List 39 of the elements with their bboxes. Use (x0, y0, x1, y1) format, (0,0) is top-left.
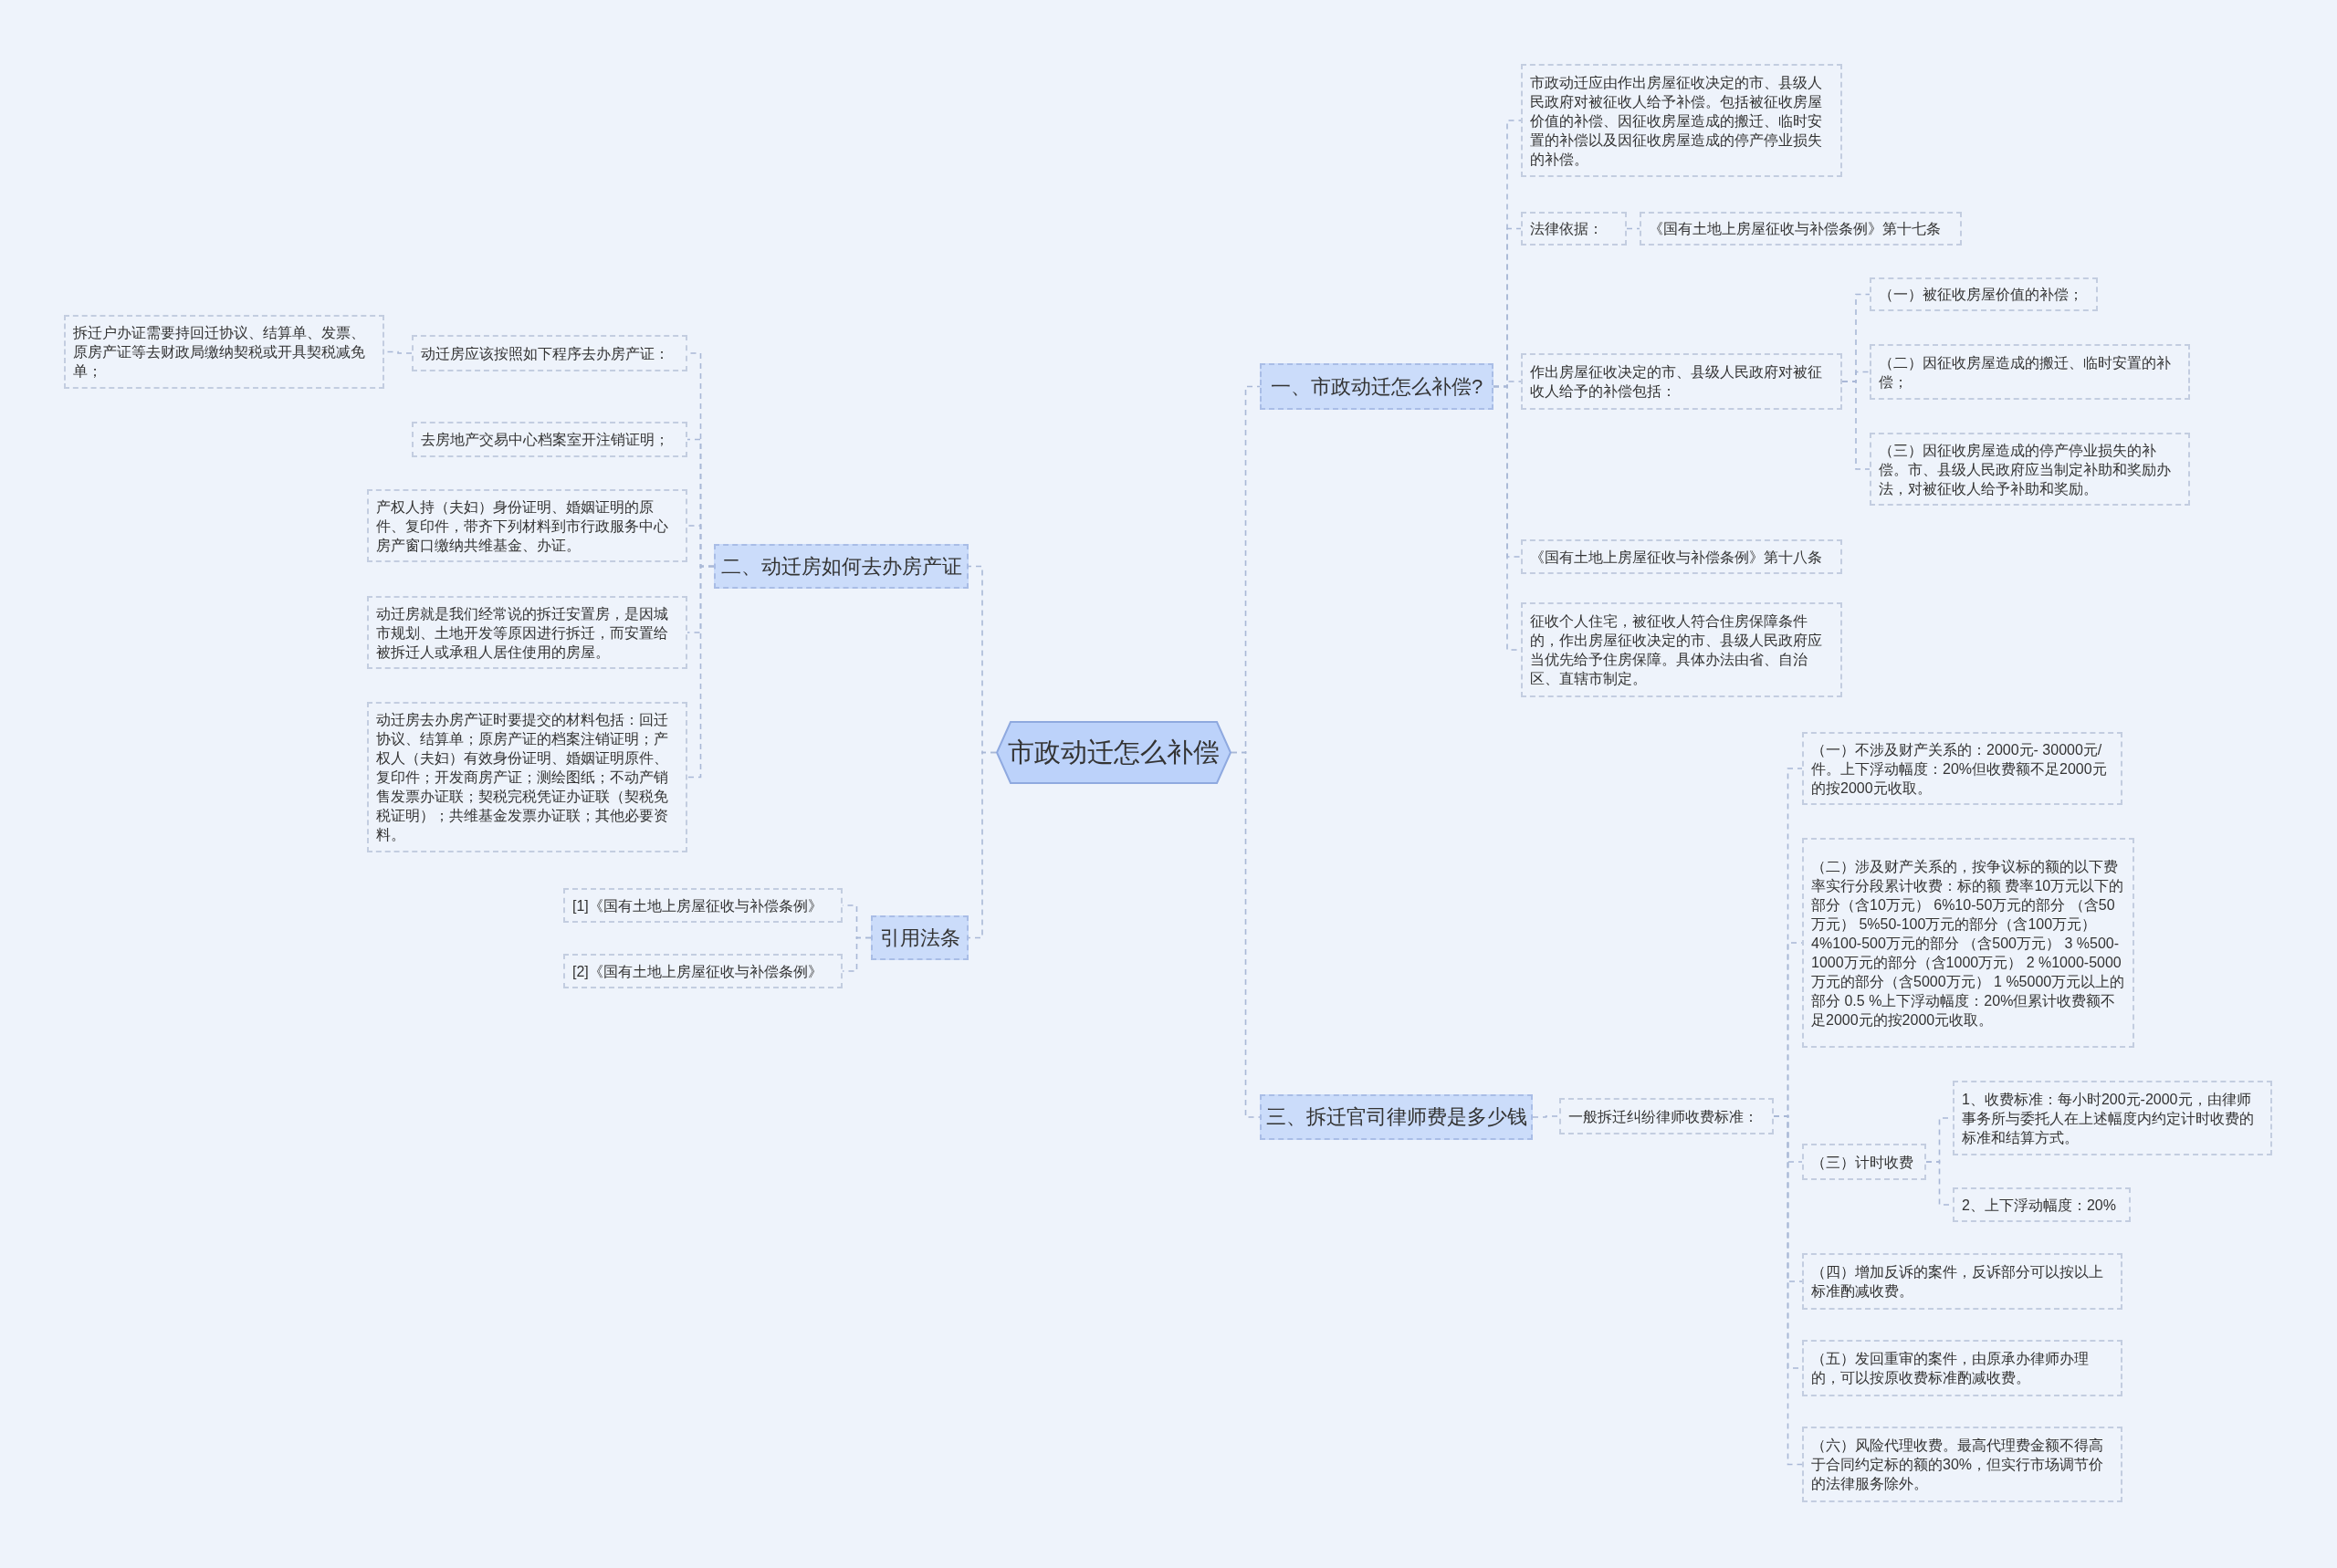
central-topic-hexagon: 市政动迁怎么补偿 (996, 721, 1231, 784)
text-box: （一）被征收房屋价值的补偿； (1870, 277, 2098, 311)
text-box: 2、上下浮动幅度：20% (1953, 1187, 2131, 1222)
text-box: 作出房屋征收决定的市、县级人民政府对被征收人给予的补偿包括： (1521, 353, 1842, 410)
text-box: （四）增加反诉的案件，反诉部分可以按以上标准酌减收费。 (1802, 1253, 2122, 1310)
text-box: （三）计时收费 (1802, 1144, 1926, 1180)
text-box: 《国有土地上房屋征收与补偿条例》第十七条 (1640, 212, 1962, 246)
text-box: [1]《国有土地上房屋征收与补偿条例》 (563, 888, 843, 923)
text-box: 去房地产交易中心档案室开注销证明； (412, 422, 687, 457)
connector-line (1841, 381, 1871, 470)
connector-line (842, 936, 872, 972)
text-box: （一）不涉及财产关系的：2000元- 30000元/件。上下浮动幅度：20%但收费额不足2000元的按2000元收取。 (1802, 732, 2122, 805)
text-box: 市政动迁应由作出房屋征收决定的市、县级人民政府对被征收人给予补偿。包括被征收房屋价值的补偿、因征收房屋造成的搬迁、临时安置的补偿以及因征收房屋造成的停产停业损失的补偿。 (1521, 64, 1842, 177)
connector-line (1231, 751, 1261, 1118)
connector-line (1773, 1115, 1803, 1466)
connector-line (686, 565, 715, 779)
text-box: 《国有土地上房屋征收与补偿条例》第十八条 (1521, 539, 1842, 574)
text-box: [2]《国有土地上房屋征收与补偿条例》 (563, 954, 843, 988)
connector-line (1532, 1115, 1560, 1118)
text-box: 征收个人住宅，被征收人符合住房保障条件的，作出房屋征收决定的市、县级人民政府应当优先给予住房保障。具体办法由省、自治区、直辖市制定。 (1521, 602, 1842, 697)
topic-box: 二、动迁房如何去办房产证 (714, 544, 969, 589)
text-box: （五）发回重审的案件，由原承办律师办理的，可以按原收费标准酌减收费。 (1802, 1340, 2122, 1396)
text-box: （二）涉及财产关系的，按争议标的额的以下费率实行分段累计收费：标的额 费率10万元以下的部分（含10万元） 6%10-50万元的部分 （含50万元） 5%50-100万元的部分（含100万元） 4%100-500万元的部分 （含500万元） 3 %500-1000万元的部分（含1000万元） 2 %1000-5000万元的部分（含5000万元） 1 %5000万元以上的部分 0.5 %上下浮动幅度：20%但累计收费额不足2000元的按2000元收取。 (1802, 838, 2134, 1048)
connector-line (968, 751, 997, 939)
text-box: （三）因征收房屋造成的停产停业损失的补偿。市、县级人民政府应当制定补助和奖励办法，对被征收人给予补助和奖励。 (1870, 433, 2190, 506)
text-box: （六）风险代理收费。最高代理费金额不得高于合同约定标的额的30%，但实行市场调节价的法律服务除外。 (1802, 1427, 2122, 1502)
text-box: （二）因征收房屋造成的搬迁、临时安置的补偿； (1870, 344, 2190, 400)
text-box: 一般拆迁纠纷律师收费标准： (1559, 1098, 1774, 1134)
text-box: 1、收费标准：每小时200元-2000元，由律师事务所与委托人在上述幅度内约定计时收费的标准和结算方式。 (1953, 1081, 2272, 1155)
text-box: 动迁房就是我们经常说的拆迁安置房，是因城市规划、土地开发等原因进行拆迁，而安置给被拆迁人或承租人居住使用的房屋。 (367, 596, 687, 669)
topic-box: 一、市政动迁怎么补偿? (1260, 363, 1493, 410)
text-box: 动迁房应该按照如下程序去办房产证： (412, 335, 687, 371)
topic-box: 三、拆迁官司律师费是多少钱 (1260, 1094, 1533, 1140)
text-box: 动迁房去办房产证时要提交的材料包括：回迁协议、结算单；原房产证的档案注销证明；产权人（夫妇）有效身份证明、婚姻证明原件、复印件；开发商房产证；测绘图纸；不动产销售发票办证联；契税完税凭证办证联（契税免税证明）；共维基金发票办证联；其他必要资料。 (367, 702, 687, 852)
text-box: 拆迁户办证需要持回迁协议、结算单、发票、原房产证等去财政局缴纳契税或开具契税减免单； (64, 315, 384, 389)
text-box: 产权人持（夫妇）身份证明、婚姻证明的原件、复印件，带齐下列材料到市行政服务中心房产窗口缴纳共维基金、办证。 (367, 489, 687, 562)
topic-box: 引用法条 (871, 915, 969, 960)
connector-line (1626, 227, 1640, 230)
text-box: 法律依据： (1521, 212, 1627, 246)
